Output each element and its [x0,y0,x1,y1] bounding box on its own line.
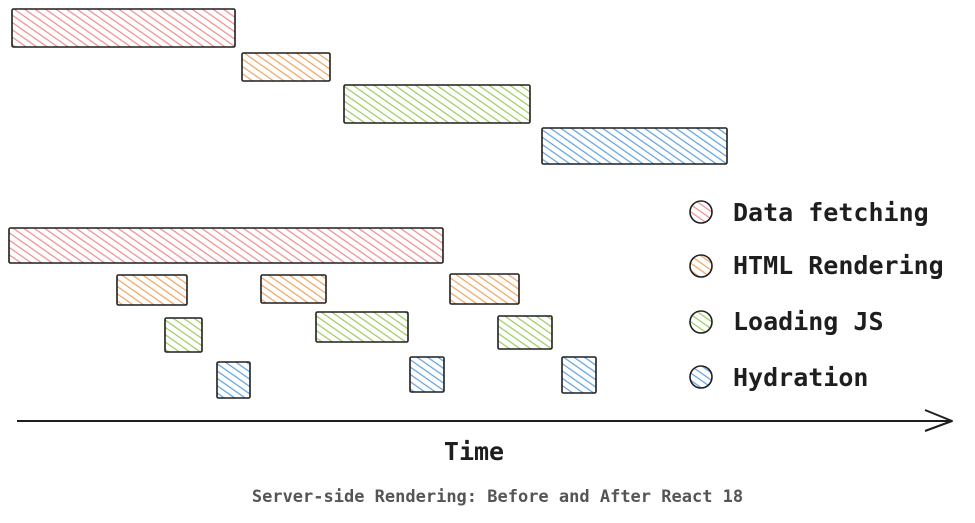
after-html-rendering-bar [260,274,327,304]
after-data-fetching-bar [8,227,444,264]
after-hydration-bar [561,356,597,394]
after-loading-js-bar [497,315,553,350]
figure-caption: Server-side Rendering: Before and After … [251,487,744,507]
legend-swatch-html-rendering [689,254,713,278]
legend-label-loading-js: Loading JS [733,307,884,336]
legend-item-html-rendering: HTML Rendering [689,251,944,280]
after-loading-js-bar [315,311,409,343]
after-loading-js-bar [164,317,203,353]
legend-item-loading-js: Loading JS [689,307,884,336]
time-axis-label: Time [444,437,504,466]
before-hydration-bar [541,127,728,165]
legend-label-data-fetching: Data fetching [733,198,929,227]
before-loading-js-bar [343,84,531,124]
after-hydration-bar [216,361,251,399]
legend-swatch-hydration [689,365,713,389]
after-html-rendering-bar [116,274,188,306]
legend-item-data-fetching: Data fetching [689,198,929,227]
time-axis-arrowhead [924,409,953,432]
before-data-fetching-bar [11,8,236,48]
legend-item-hydration: Hydration [689,363,868,392]
after-react-18-timeline [8,227,597,399]
before-html-rendering-bar [241,52,331,82]
legend-label-hydration: Hydration [733,363,868,392]
legend: Data fetching HTML Rendering Loading JS … [689,198,944,392]
legend-swatch-loading-js [689,310,713,334]
before-react-18-timeline [11,8,728,165]
after-html-rendering-bar [449,273,520,305]
time-axis: Time [16,409,953,466]
after-hydration-bar [409,356,445,393]
legend-swatch-data-fetching [689,200,713,224]
legend-label-html-rendering: HTML Rendering [733,251,944,280]
